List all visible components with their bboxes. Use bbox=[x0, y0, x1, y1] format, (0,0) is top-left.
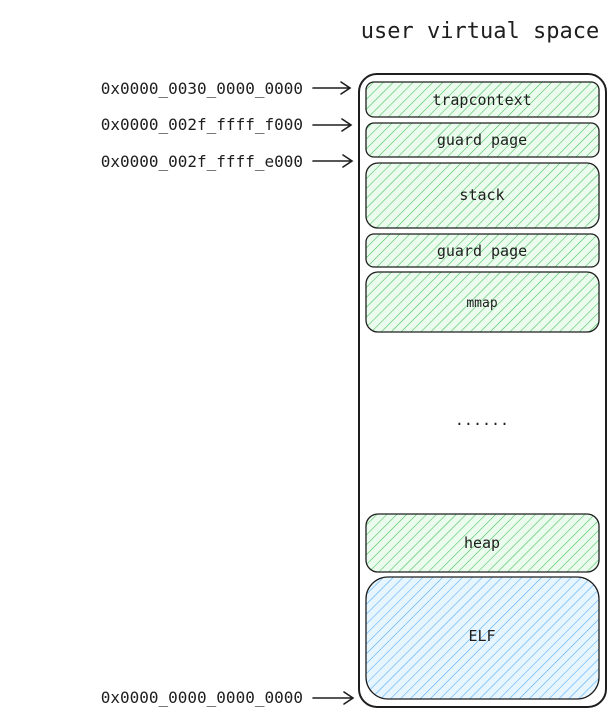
arrow-icon bbox=[312, 81, 352, 95]
region-heap bbox=[365, 513, 600, 573]
arrow-icon bbox=[312, 118, 353, 132]
address-label-stack-top: 0x0000_002f_ffff_e000 bbox=[101, 152, 303, 171]
region-elf bbox=[365, 576, 600, 700]
region-guard-page-upper-label: guard page bbox=[437, 131, 527, 149]
region-mmap bbox=[365, 271, 600, 333]
address-label-guard: 0x0000_002f_ffff_f000 bbox=[101, 115, 303, 134]
region-ellipsis-label: ...... bbox=[455, 411, 509, 429]
region-mmap-label: mmap bbox=[466, 296, 497, 311]
region-guard-page-lower-label: guard page bbox=[437, 242, 527, 260]
region-heap-label: heap bbox=[464, 534, 500, 552]
region-trapcontext bbox=[365, 81, 600, 118]
region-stack bbox=[365, 162, 600, 229]
region-trapcontext-label: trapcontext bbox=[432, 91, 531, 109]
arrow-icon bbox=[312, 154, 354, 168]
diagram-title: user virtual space bbox=[361, 19, 599, 44]
region-guard-page-upper bbox=[365, 122, 600, 158]
address-space-container bbox=[358, 73, 607, 708]
region-elf-label: ELF bbox=[468, 627, 495, 645]
address-label-top: 0x0000_0030_0000_0000 bbox=[101, 79, 303, 98]
address-label-bottom: 0x0000_0000_0000_0000 bbox=[101, 688, 303, 707]
region-guard-page-lower bbox=[365, 233, 600, 268]
arrow-icon bbox=[312, 691, 355, 705]
region-stack-label: stack bbox=[459, 186, 504, 204]
